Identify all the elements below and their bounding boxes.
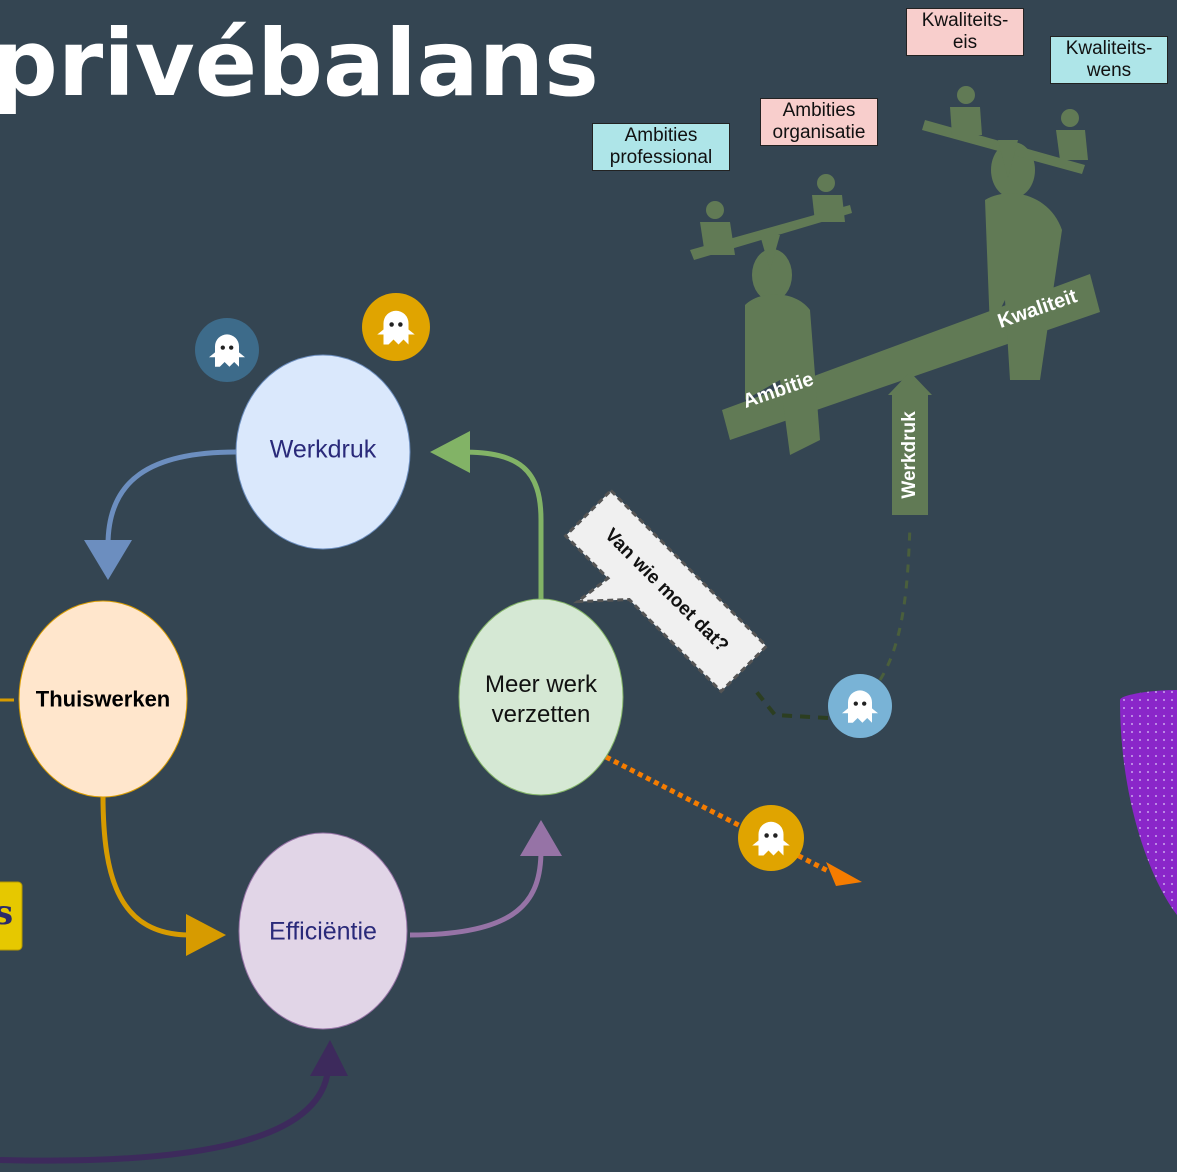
node-label-werkdruk: Werkdruk — [269, 435, 377, 464]
purple-dotted-overlay — [1120, 690, 1177, 915]
arrowhead-gold — [186, 914, 226, 956]
yellow-tag — [0, 881, 23, 951]
arrow-efficientie-to-meer-werk — [409, 849, 544, 938]
node-label-thuiswerken: Thuiswerken — [35, 686, 171, 712]
arrowhead-blue — [84, 540, 132, 580]
dashed-arrow-to-bubble — [753, 688, 829, 720]
node-werkdruk — [235, 354, 411, 550]
arrow-bottom-to-efficientie — [0, 1069, 331, 1164]
yellow-tag-text: s — [0, 893, 14, 933]
page-title: privébalans — [0, 10, 599, 117]
arrowhead-green — [430, 431, 470, 473]
ghost-icon — [828, 674, 892, 738]
werkdruk-arrow — [888, 372, 932, 515]
ghost-icon — [738, 805, 804, 871]
node-label-efficientie: Efficiëntie — [269, 917, 377, 946]
seesaw-label-werkdruk: Werkdruk — [899, 411, 920, 499]
node-label-meer-werk: Meer werk verzetten — [484, 671, 598, 728]
ghost-icon — [362, 293, 430, 361]
bubble-kwaliteitswens: Kwaliteits- wens — [1050, 36, 1168, 84]
arrow-meer-werk-to-werkdruk — [461, 449, 544, 600]
arrow-werkdruk-to-thuiswerken — [105, 449, 237, 546]
arrowhead-orange — [826, 862, 862, 886]
bubble-ambities-organisatie: Ambities organisatie — [760, 98, 878, 146]
bubble-ambities-professional: Ambities professional — [592, 123, 730, 171]
seesaw-illustration — [690, 86, 1100, 515]
arrowhead-dark-purple — [310, 1040, 348, 1076]
ghost-icon — [195, 318, 259, 382]
arrow-thuiswerken-to-efficientie — [100, 794, 191, 938]
node-efficientie — [238, 832, 408, 1030]
dashed-arrow-to-werkdruk — [878, 524, 912, 681]
arrowhead-purple — [520, 820, 562, 856]
node-thuiswerken — [18, 600, 188, 798]
speech-bubble — [563, 488, 769, 694]
node-meer-werk — [458, 598, 624, 796]
bubble-kwaliteitseis: Kwaliteits- eis — [906, 8, 1024, 56]
